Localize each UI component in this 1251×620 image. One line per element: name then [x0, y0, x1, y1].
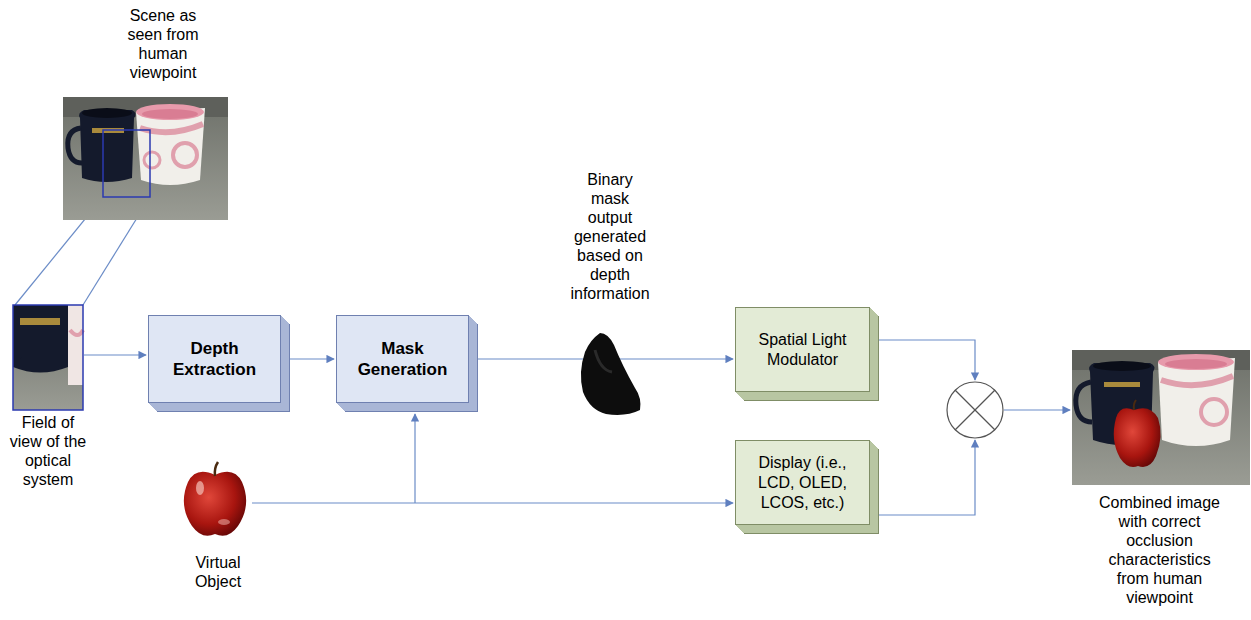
binary-mask	[581, 333, 641, 415]
field-of-view-photo	[13, 305, 83, 410]
scene-caption: Scene as seen from human viewpoint	[118, 6, 208, 82]
combine-line	[879, 340, 975, 380]
mask-caption: Binary mask output generated based on de…	[568, 170, 652, 303]
combine-line	[879, 440, 975, 515]
box-label: Spatial Light Modulator	[744, 330, 861, 370]
process-box: Depth Extraction	[148, 315, 281, 403]
box-label: Mask Generation	[345, 338, 460, 380]
object-feed-line	[414, 414, 415, 503]
box-label: Depth Extraction	[157, 338, 272, 380]
apple-image	[184, 462, 246, 536]
combiner-symbol	[947, 382, 1003, 438]
field-of-view-caption: Field of view of the optical system	[5, 413, 91, 489]
process-box: Mask Generation	[336, 315, 469, 403]
scene-photo	[63, 97, 228, 220]
input-arrow	[84, 354, 146, 355]
modulator-box: Spatial Light Modulator	[735, 307, 870, 392]
combined-photo	[1072, 350, 1250, 485]
output-caption: Combined image with correct occlusion ch…	[1097, 493, 1222, 607]
output-arrow	[1004, 409, 1070, 410]
object-caption: Virtual Object	[183, 553, 253, 591]
display-box: Display (i.e., LCD, OLED, LCOS, etc.)	[735, 440, 870, 525]
flow-arrow	[290, 358, 334, 359]
object-feed-line	[252, 502, 733, 503]
box-label: Display (i.e., LCD, OLED, LCOS, etc.)	[744, 453, 861, 513]
